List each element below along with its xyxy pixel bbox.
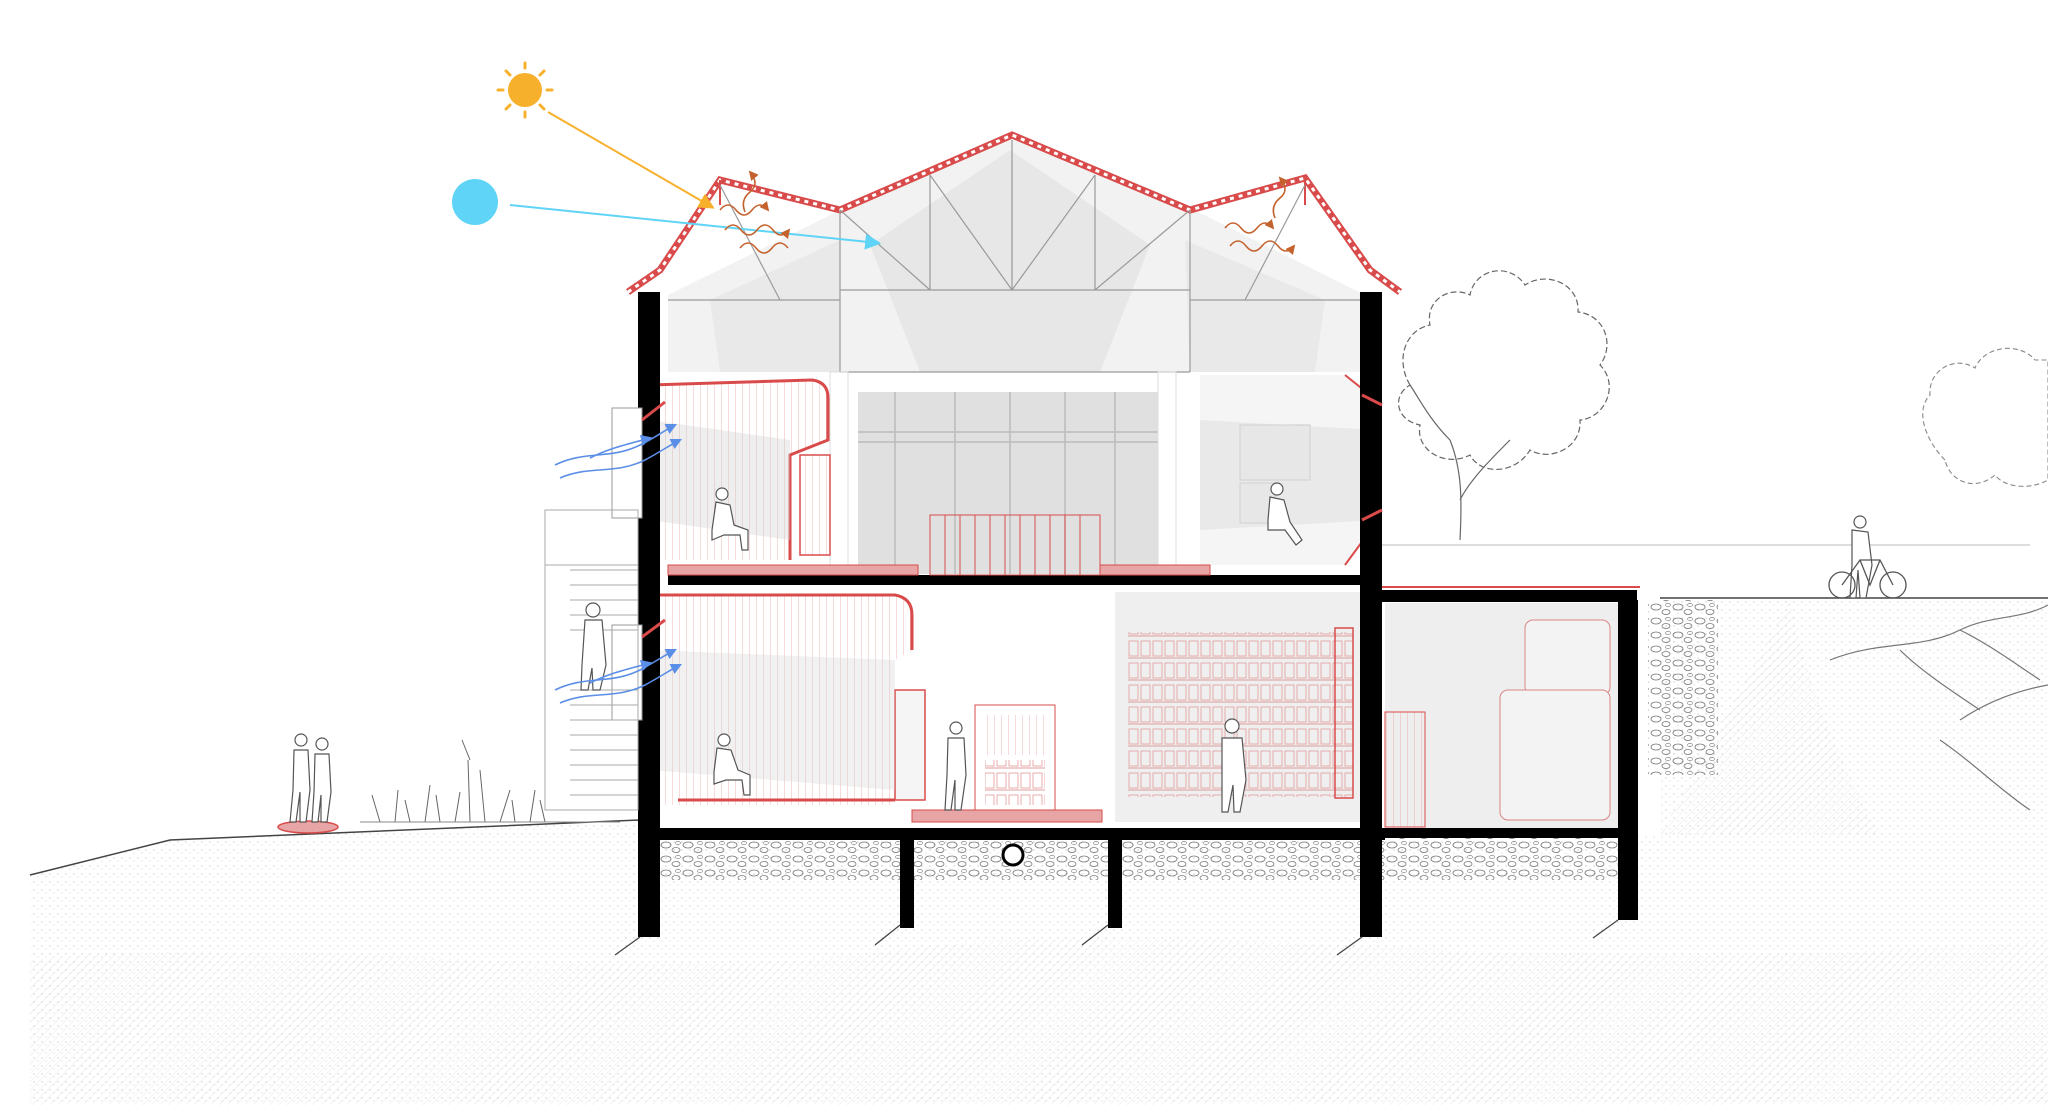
atrium-glazing [829,371,1177,574]
person-icon [713,733,751,796]
person-icon [711,487,749,551]
roof-trusses [668,140,1365,373]
attic-space [668,138,1365,372]
airflow-arrow-icon [554,423,683,704]
person-icon [1267,482,1303,546]
sun-ray-arrow [547,111,715,209]
ground [29,544,2048,1105]
person-icon [580,602,607,691]
sky-light-arrow [509,204,882,250]
grass [360,739,620,823]
upper-right-room [1200,374,1379,566]
roof [626,131,1403,295]
sun-icon [496,61,554,119]
sky-light-icon [452,179,498,225]
gravel-retaining [1648,600,1718,775]
annex-building [1375,586,1640,828]
person-icon [1849,515,1873,599]
upper-left-room [649,378,831,560]
fire-pit [277,820,339,834]
bicycle-icon [1828,559,1907,599]
tree-roots [1829,604,2048,811]
lower-left-room [650,593,926,805]
tree-icon [1922,347,2048,487]
drain-pipe [1001,843,1025,867]
people [289,482,1873,823]
person-icon [311,737,332,823]
person-icon [1221,718,1247,813]
upper-floor-slab [667,564,1363,585]
left-facade-openings [611,393,1383,721]
person-icon [944,721,967,811]
atrium-ground-level [911,704,1103,823]
person-icon [289,733,311,823]
footing-lines [614,919,1619,956]
heat-wave-icon [719,170,1296,255]
atrium-railing [929,514,1101,576]
gravel-bed [660,838,1620,880]
tree-icon [1397,270,1610,541]
structure-walls [638,292,1638,937]
